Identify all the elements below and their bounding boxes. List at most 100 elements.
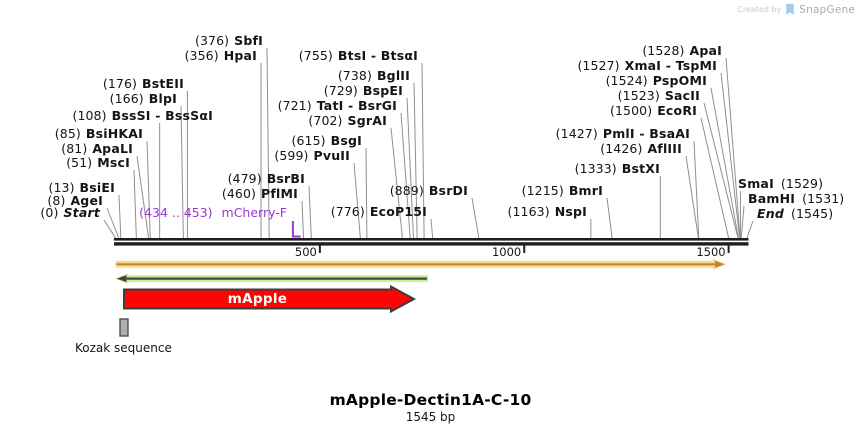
leader-line — [301, 200, 305, 239]
enzyme-site-label-ecop15i[interactable]: (776) EcoP15I — [331, 205, 427, 218]
site-name: EcoP15I — [369, 204, 427, 219]
site-position: (702) — [308, 113, 343, 128]
enzyme-site-label-bsrbi[interactable]: (479)BsrBI — [228, 172, 305, 185]
enzyme-site-label-smai[interactable]: SmaI (1529) — [738, 177, 823, 190]
enzyme-site-label-bsrdi[interactable]: (889)BsrDI — [390, 184, 468, 197]
enzyme-site-label-xmai-tspmi[interactable]: (1527)XmaI - TspMI — [577, 59, 717, 72]
ruler-tick-label: 500 — [294, 245, 317, 259]
site-position: (776) — [330, 204, 365, 219]
site-position: (176) — [102, 76, 138, 91]
site-position: (51) — [66, 155, 93, 170]
enzyme-site-label-btsi-bts-i[interactable]: (755)BtsI - BtsαI — [299, 49, 418, 62]
enzyme-site-label-tati-bsrgi[interactable]: (721) TatI - BsrGI — [278, 99, 397, 112]
site-position: (599) — [274, 148, 309, 163]
sequence-bar-bottom[interactable] — [114, 242, 749, 246]
site-name: PvuII — [313, 148, 350, 163]
enzyme-site-label-nspi[interactable]: (1163)NspI — [508, 205, 587, 218]
site-position: (1528) — [642, 43, 685, 58]
site-position: (1529) — [780, 176, 824, 191]
site-name: TatI - BsrGI — [316, 98, 397, 113]
enzyme-site-label-blpi[interactable]: (166)BlpI — [110, 92, 177, 105]
feature-arrow-orange-head[interactable] — [715, 260, 725, 268]
leader-line — [693, 140, 700, 239]
enzyme-site-label-bsihkai[interactable]: (85)BsiHKAI — [55, 127, 143, 140]
enzyme-site-label-bamhi[interactable]: BamHI (1531) — [748, 192, 844, 205]
leader-line — [413, 82, 418, 239]
enzyme-site-label-bmri[interactable]: (1215)BmrI — [522, 184, 603, 197]
watermark-created-by: Created by — [737, 5, 782, 14]
site-name: XmaI - TspMI — [624, 58, 717, 73]
site-position: (0) — [40, 205, 59, 220]
site-position: (85) — [54, 126, 81, 141]
enzyme-site-label-sgrai[interactable]: (702) SgrAI — [308, 114, 387, 127]
site-position: (615) — [291, 133, 326, 148]
feature-arrow-green-head[interactable] — [116, 275, 127, 283]
site-name: BsrBI — [266, 171, 305, 186]
enzyme-site-label-apali[interactable]: (81) ApaLI — [61, 142, 133, 155]
enzyme-site-label-pvuii[interactable]: (599) PvuII — [274, 149, 350, 162]
site-name: ApaLI — [92, 141, 133, 156]
kozak-sequence-label[interactable]: Kozak sequence — [75, 341, 172, 355]
enzyme-site-label-pflmi[interactable]: (460)PflMI — [222, 187, 298, 200]
enzyme-site-label-sbfi[interactable]: (376)SbfI — [195, 34, 263, 47]
enzyme-site-label-bsgi[interactable]: (615) BsgI — [292, 134, 363, 147]
site-position: (1500) — [610, 103, 653, 118]
site-name: SmaI — [738, 176, 774, 191]
site-position: (1215) — [521, 183, 564, 198]
enzyme-site-label-apai[interactable]: (1528) ApaI — [642, 44, 722, 57]
enzyme-site-label-pmli-bsaai[interactable]: (1427)PmlI - BsaAI — [556, 127, 690, 140]
primer-label-mcherry-f[interactable]: (434 .. 453)mCherry-F — [139, 206, 287, 219]
site-name: BamHI — [748, 191, 796, 206]
feature-arrow-mapple[interactable] — [123, 284, 417, 314]
enzyme-site-label-pspomi[interactable]: (1524)PspOMI — [606, 74, 707, 87]
feature-arrow-mapple-label[interactable]: mApple — [227, 291, 288, 307]
leader-line — [406, 97, 414, 239]
sequence-length: 1545 bp — [405, 410, 456, 424]
ruler-tick-label: 1500 — [696, 245, 726, 259]
site-position: (729) — [323, 83, 358, 98]
site-name: AgeI — [70, 193, 103, 208]
enzyme-site-label-bstxi[interactable]: (1333)BstXI — [575, 162, 660, 175]
enzyme-site-label-bsiei[interactable]: (13)BsiEI — [48, 181, 115, 194]
site-name: SgrAI — [347, 113, 387, 128]
enzyme-site-label-end[interactable]: End(1545) — [757, 207, 833, 220]
site-position: (755) — [298, 48, 333, 63]
enzyme-site-label-bspei[interactable]: (729) BspEI — [324, 84, 403, 97]
leader-line — [700, 117, 730, 239]
enzyme-site-label-afliii[interactable]: (1426)AflIII — [600, 142, 682, 155]
enzyme-site-label-bglii[interactable]: (738)BglII — [338, 69, 410, 82]
leader-line — [390, 127, 403, 239]
enzyme-site-label-start[interactable]: (0)Start — [40, 206, 100, 219]
site-position: (1523) — [617, 88, 660, 103]
enzyme-site-label-ecori[interactable]: (1500)EcoRI — [610, 104, 697, 117]
leader-line — [720, 72, 741, 239]
site-position: (721) — [277, 98, 312, 113]
site-name: BspEI — [362, 83, 403, 98]
kozak-sequence-box[interactable] — [119, 318, 129, 337]
enzyme-site-label-bsssi-bsss-i[interactable]: (108)BssSI - BssSαI — [72, 109, 213, 122]
sequence-title: mApple-Dectin1A-C-10 — [329, 391, 532, 409]
site-name: BsgI — [330, 133, 362, 148]
sequence-bar-top[interactable] — [114, 238, 749, 241]
site-position: (81) — [61, 141, 88, 156]
enzyme-site-label-msci[interactable]: (51)MscI — [66, 156, 130, 169]
enzyme-site-label-bsteii[interactable]: (176)BstEII — [103, 77, 184, 90]
enzyme-site-label-agei[interactable]: (8) AgeI — [47, 194, 103, 207]
leader-line — [308, 185, 312, 239]
enzyme-site-label-hpai[interactable]: (356)HpaI — [185, 49, 257, 62]
leader-line — [746, 220, 754, 239]
leader-line — [471, 197, 480, 239]
site-position: (166) — [109, 91, 144, 106]
watermark-brand: SnapGene — [799, 3, 855, 16]
snapgene-logo-icon — [786, 3, 795, 15]
site-name: ApaI — [689, 43, 722, 58]
site-name: SacII — [664, 88, 700, 103]
enzyme-site-label-sacii[interactable]: (1523) SacII — [618, 89, 700, 102]
leader-line — [740, 205, 745, 239]
site-position: (8) — [47, 193, 66, 208]
site-position: (1531) — [802, 191, 845, 206]
site-position: (13) — [48, 180, 75, 195]
primer-glyph-mcherry-f[interactable] — [291, 221, 301, 238]
leader-line — [133, 169, 137, 239]
